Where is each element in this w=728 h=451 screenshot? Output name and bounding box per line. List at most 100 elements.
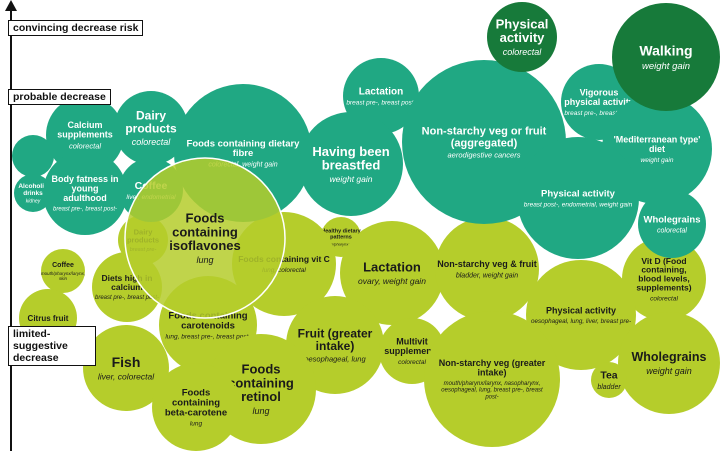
bubble-subtitle: weight gain <box>642 61 690 72</box>
bubble-circle <box>487 2 557 72</box>
y-axis-line <box>10 10 12 451</box>
bubble-subtitle: bladder <box>597 384 621 391</box>
bubble-title: Wholegrains <box>631 350 706 364</box>
bubble-subtitle: colorectal <box>398 359 426 366</box>
bubble-circle <box>41 249 85 293</box>
bubble-subtitle: colorectal <box>69 141 101 150</box>
bubble-subtitle: breast pre-, breast post- <box>564 110 634 117</box>
bubble-circle <box>152 363 240 451</box>
bubble-title: Lactation <box>363 260 421 275</box>
bubble-subtitle: lung, breast pre-, breast post- <box>165 333 251 340</box>
bubble-title: Wholegrains <box>643 214 700 225</box>
bubble-subtitle: mouth/pharynx/larynx, nasopharynx,oesoph… <box>441 381 543 401</box>
bubble-subtitle: lung <box>252 406 269 416</box>
bubble-wholegrains-weight: Wholegrains weight gain <box>618 312 720 414</box>
bubble-subtitle: breast pre-, breast post- <box>95 295 159 301</box>
bubble-subtitle: colorectal <box>650 295 678 302</box>
y-axis-arrow-icon <box>5 0 17 11</box>
bubble-circle <box>638 190 706 258</box>
bubble-circle <box>46 96 124 174</box>
bubble-circle <box>612 3 720 111</box>
bubble-circle <box>83 325 169 411</box>
bubble-title: Coffee <box>52 262 74 269</box>
bubble-subtitle: breast pre-, breast post- <box>53 206 117 212</box>
bubble-circle <box>124 157 286 319</box>
bubble-circle <box>43 151 127 235</box>
bubble-circle <box>591 362 627 398</box>
level-label-probable: probable decrease <box>8 89 111 105</box>
bubble-title: Lactation <box>359 87 403 98</box>
bubble-circle <box>622 237 706 321</box>
bubble-title: Fish <box>112 354 141 370</box>
bubble-subtitle: colorectal, weight gain <box>208 162 277 169</box>
bubble-title: Non-starchy veg & fruit <box>437 259 537 269</box>
bubble-subtitle: weight gain <box>641 157 674 164</box>
bubble-subtitle: lung <box>196 255 213 265</box>
bubble-subtitle: colorectal <box>657 228 687 235</box>
bubble-fish: Fish liver, colorectal <box>83 325 169 411</box>
bubble-subtitle: weight gain <box>329 174 372 184</box>
bubble-subtitle: breast pre-, breast post- <box>346 100 416 107</box>
bubble-circle <box>299 112 403 216</box>
bubble-circle <box>517 137 639 259</box>
bubble-coffee-mouth: Coffee mouth/pharynx/larynx,skin <box>41 249 85 293</box>
bubble-tea: Tea bladder <box>591 362 627 398</box>
bubble-subtitle: mouth/pharynx/larynx <box>322 241 361 246</box>
bubble-title: Tea <box>600 370 617 382</box>
bubble-subtitle: breast post-, endometrial, weight gain <box>524 201 633 208</box>
bubble-subtitle: oesophageal, lung <box>304 354 366 363</box>
bubble-title: Non-starchy veg or fruit(aggregated) <box>422 126 547 150</box>
bubble-title: Walking <box>639 42 692 58</box>
bubble-title: Physical activity <box>546 305 616 315</box>
bubble-title: Citrus fruit <box>28 314 69 323</box>
bubble-title: 'Mediterranean type'diet <box>614 135 701 154</box>
bubble-circle <box>114 91 188 165</box>
bubble-subtitle: liver, colorectal <box>98 372 155 382</box>
bubble-title: Physical activity <box>541 189 616 200</box>
bubble-subtitle: colorectal <box>132 137 172 147</box>
bubble-title: Foods containing vit C <box>238 254 330 264</box>
bubble-wholegrains-colorectal: Wholegrains colorectal <box>638 190 706 258</box>
bubble-circle <box>435 217 539 321</box>
level-label-convincing: convincing decrease risk <box>8 20 144 36</box>
bubble-subtitle: lung <box>190 420 203 427</box>
bubble-circle <box>424 311 560 447</box>
bubble-subtitle: colorectal <box>503 47 543 57</box>
bubble-circle <box>618 312 720 414</box>
bubble-subtitle: weight gain <box>646 366 692 376</box>
bubble-subtitle: mouth/pharynx/larynx,skin <box>41 271 85 281</box>
bubble-walking: Walking weight gain <box>612 3 720 111</box>
